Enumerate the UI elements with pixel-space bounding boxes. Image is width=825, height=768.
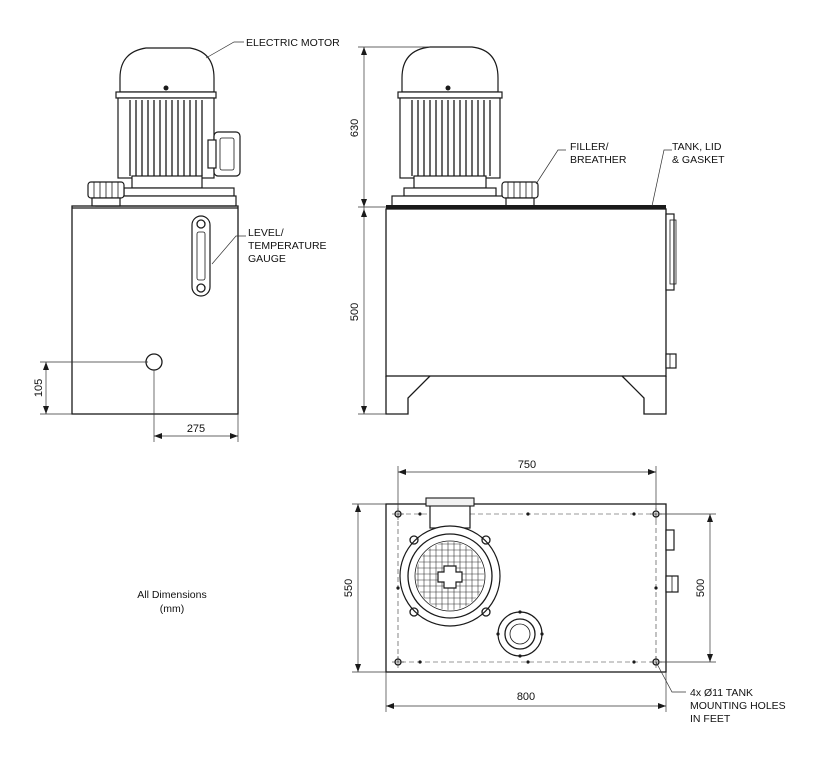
label-tank-line1: TANK, LID — [672, 141, 722, 153]
label-filler-line2: BREATHER — [570, 154, 627, 166]
dim-tank-height: 500 — [349, 303, 361, 321]
side-filler-breather — [501, 181, 539, 207]
front-drain-port — [145, 353, 163, 371]
label-gauge-line1: LEVEL/ — [248, 227, 284, 239]
dim-port-offset: 275 — [187, 423, 205, 435]
side-motor-fins — [411, 100, 491, 176]
side-tank-lid — [386, 205, 666, 209]
note-line1: All Dimensions — [137, 589, 206, 601]
dim-hole-span-y: 500 — [695, 579, 707, 597]
front-motor-fins — [129, 100, 203, 176]
annotation-labels: ELECTRIC MOTOR LEVEL/ TEMPERATURE GAUGE … — [137, 37, 785, 725]
side-gauge — [665, 213, 677, 291]
front-electric-motor — [95, 47, 237, 207]
note-line2: (mm) — [160, 603, 185, 615]
side-electric-motor — [391, 46, 513, 207]
side-tank-body — [385, 208, 667, 377]
top-lid-bolts — [396, 512, 658, 664]
dim-motor-height: 630 — [349, 119, 361, 137]
label-gauge-line2: TEMPERATURE — [248, 240, 327, 252]
top-filler-breather — [496, 610, 544, 658]
side-view — [385, 46, 677, 415]
leader-lines — [205, 41, 686, 693]
dimension-lines — [40, 46, 716, 712]
side-tank-feet — [385, 375, 667, 415]
dim-port-height: 105 — [33, 379, 45, 397]
label-holes-line2: MOUNTING HOLES — [690, 700, 786, 712]
dimension-values: 105 275 630 500 750 800 550 500 — [33, 119, 707, 703]
side-drain-port — [665, 353, 677, 369]
label-filler-line1: FILLER/ — [570, 141, 609, 153]
front-view — [71, 47, 241, 415]
label-electric-motor: ELECTRIC MOTOR — [246, 37, 340, 49]
front-tank-body — [71, 205, 239, 415]
top-fan-grille — [416, 542, 484, 610]
front-level-temperature-gauge — [191, 215, 211, 297]
label-holes-line3: IN FEET — [690, 713, 731, 725]
front-filler-breather — [87, 181, 125, 207]
label-tank-line2: & GASKET — [672, 154, 725, 166]
dim-overall-width: 800 — [517, 691, 535, 703]
dim-overall-depth: 550 — [343, 579, 355, 597]
dim-hole-span-x: 750 — [518, 459, 536, 471]
top-view — [385, 497, 679, 673]
top-side-ports — [665, 529, 679, 593]
label-holes-line1: 4x Ø11 TANK — [690, 687, 753, 699]
front-terminal-box — [207, 131, 241, 177]
label-gauge-line3: GAUGE — [248, 253, 286, 265]
